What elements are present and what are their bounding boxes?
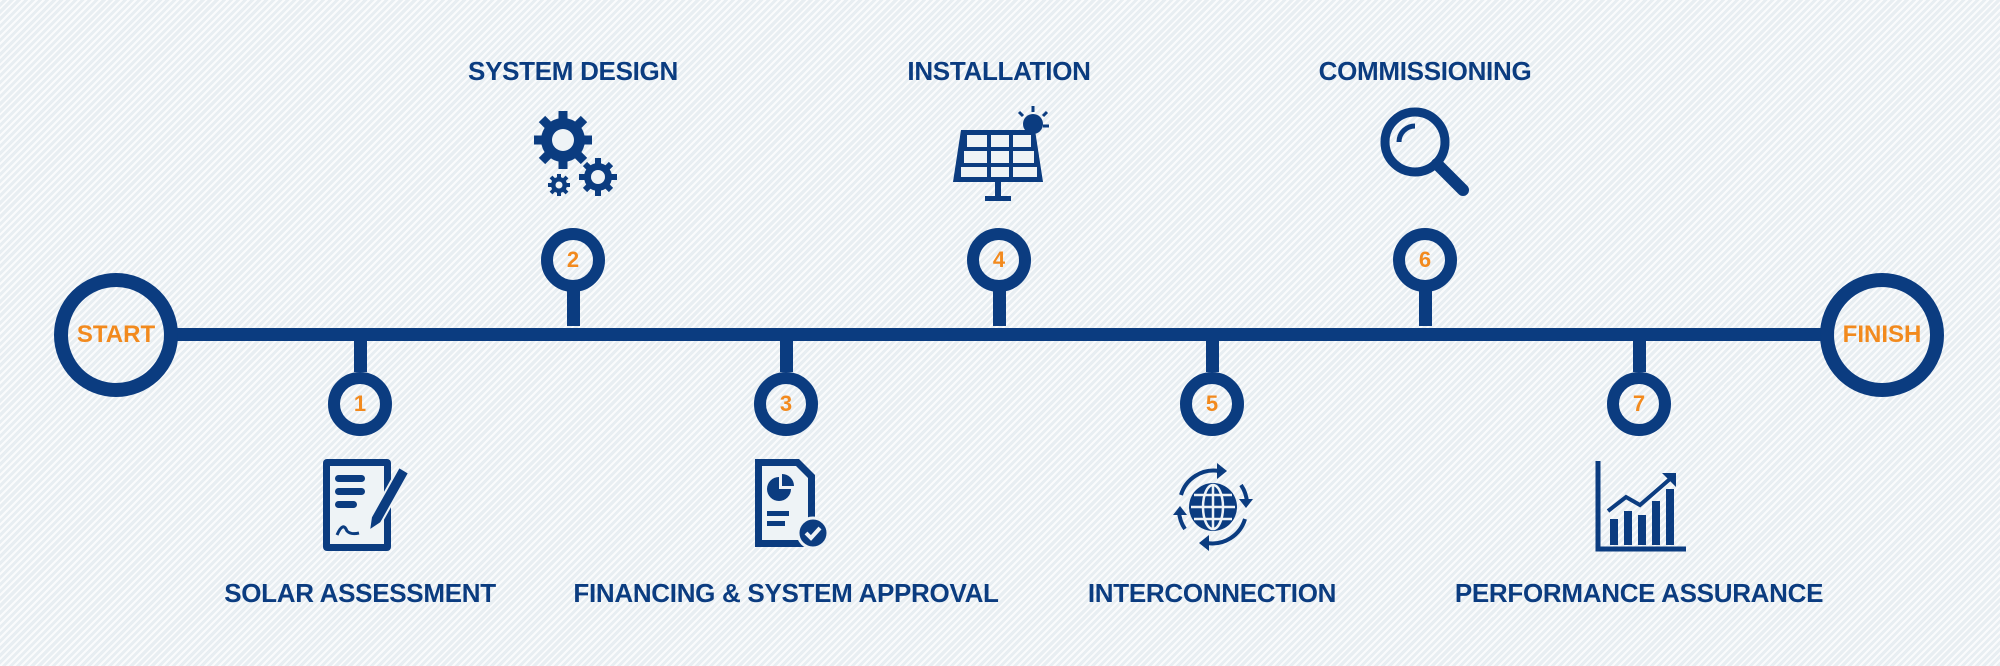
gears-icon <box>534 111 617 196</box>
solar-panel-icon <box>953 106 1049 201</box>
step-1-stem <box>354 336 367 372</box>
step-6-node: 6 <box>1393 228 1457 292</box>
step-2-stem <box>567 290 580 326</box>
approved-report-icon <box>755 459 830 550</box>
step-7-stem <box>1633 336 1646 372</box>
step-5-stem <box>1206 336 1219 372</box>
step-4-stem <box>993 290 1006 326</box>
magnifier-icon <box>1380 107 1469 196</box>
step-5-number: 5 <box>1205 391 1219 416</box>
step-6-stem <box>1419 290 1432 326</box>
start-node: START <box>54 273 178 397</box>
step-2-node: 2 <box>541 228 605 292</box>
step-6-number: 6 <box>1418 247 1432 272</box>
step-7-number: 7 <box>1632 391 1646 416</box>
step-5-node: 5 <box>1180 372 1244 436</box>
start-label: START <box>76 321 156 348</box>
step-2-label: SYSTEM DESIGN <box>468 56 678 86</box>
step-5-label: INTERCONNECTION <box>1087 578 1337 608</box>
finish-label: FINISH <box>1842 321 1922 348</box>
growth-chart-icon <box>1595 461 1686 552</box>
step-4-label: INSTALLATION <box>907 56 1091 86</box>
signed-document-icon <box>323 459 411 551</box>
step-1-node: 1 <box>328 372 392 436</box>
step-1-number: 1 <box>353 391 367 416</box>
step-4-node: 4 <box>967 228 1031 292</box>
step-1-label: SOLAR ASSESSMENT <box>224 578 496 608</box>
step-2-number: 2 <box>566 247 580 272</box>
finish-node: FINISH <box>1820 273 1944 397</box>
step-3-label: FINANCING & SYSTEM APPROVAL <box>573 578 999 608</box>
timeline-line <box>165 328 1830 341</box>
step-7-node: 7 <box>1607 372 1671 436</box>
step-3-node: 3 <box>754 372 818 436</box>
step-4-number: 4 <box>992 247 1006 272</box>
step-3-number: 3 <box>779 391 793 416</box>
globe-cycle-icon <box>1173 463 1253 551</box>
step-6-label: COMMISSIONING <box>1318 56 1532 86</box>
step-3-stem <box>780 336 793 372</box>
step-7-label: PERFORMANCE ASSURANCE <box>1454 578 1824 608</box>
